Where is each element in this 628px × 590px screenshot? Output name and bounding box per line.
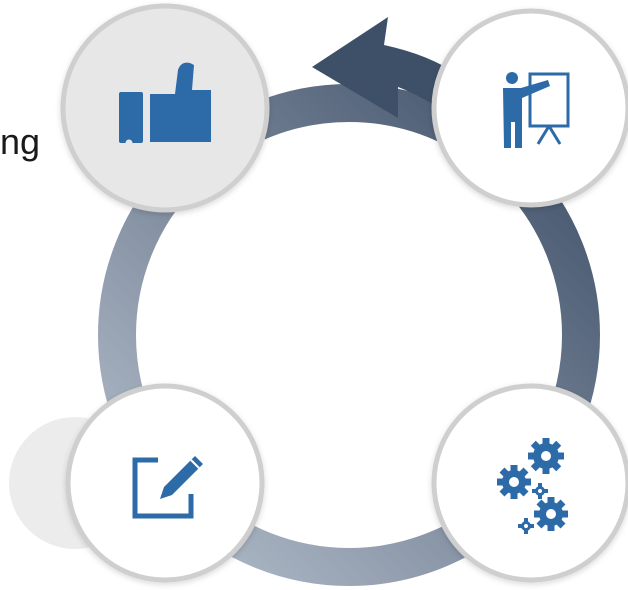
node-bottom-right bbox=[431, 383, 628, 583]
thumbs-up-icon bbox=[119, 62, 211, 147]
node-bottom-left bbox=[65, 383, 265, 583]
node-top-left bbox=[60, 3, 270, 213]
cycle-ring bbox=[98, 84, 600, 586]
cycle-arrow bbox=[312, 17, 458, 118]
edit-icon bbox=[132, 456, 203, 519]
presentation-icon bbox=[503, 72, 570, 148]
node-circle bbox=[65, 383, 265, 583]
truncated-label-text: ng bbox=[0, 121, 41, 162]
node-top-right bbox=[431, 8, 628, 208]
gears-icon bbox=[497, 438, 568, 534]
